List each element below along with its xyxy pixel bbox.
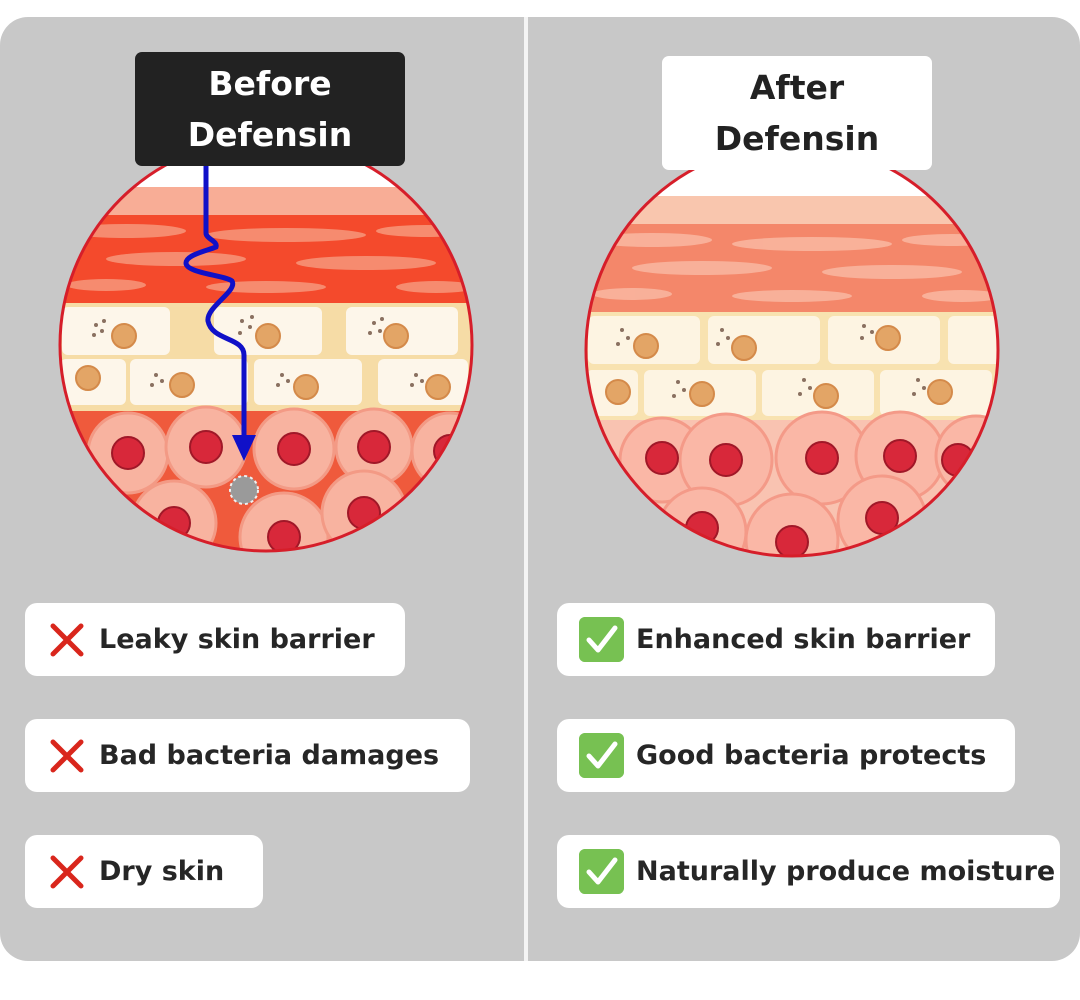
after-item-label: Naturally produce moisture [636, 856, 1056, 887]
healthy-skin-illustration [584, 142, 1000, 558]
after-item: Enhanced skin barrier [557, 603, 995, 676]
before-item-label: Leaky skin barrier [99, 624, 375, 655]
x-icon [50, 739, 84, 772]
after-title-text: After Defensin [714, 67, 880, 158]
panel-divider [524, 17, 528, 961]
after-item-label: Enhanced skin barrier [636, 624, 971, 655]
check-icon [579, 617, 624, 662]
before-item-label: Bad bacteria damages [99, 740, 440, 771]
x-icon [50, 855, 84, 888]
x-icon [50, 623, 84, 656]
check-icon [579, 733, 624, 778]
before-item: Dry skin [25, 835, 263, 908]
before-item-label: Dry skin [99, 856, 225, 887]
after-item: Good bacteria protects [557, 719, 1015, 792]
before-item: Bad bacteria damages [25, 719, 470, 792]
before-title: Before Defensin [135, 52, 405, 166]
before-title-text: Before Defensin [187, 63, 353, 154]
after-item: Naturally produce moisture [557, 835, 1060, 908]
damaged-skin-illustration [58, 137, 474, 553]
after-title: After Defensin [662, 56, 932, 170]
after-item-label: Good bacteria protects [636, 740, 987, 771]
before-item: Leaky skin barrier [25, 603, 405, 676]
check-icon [579, 849, 624, 894]
